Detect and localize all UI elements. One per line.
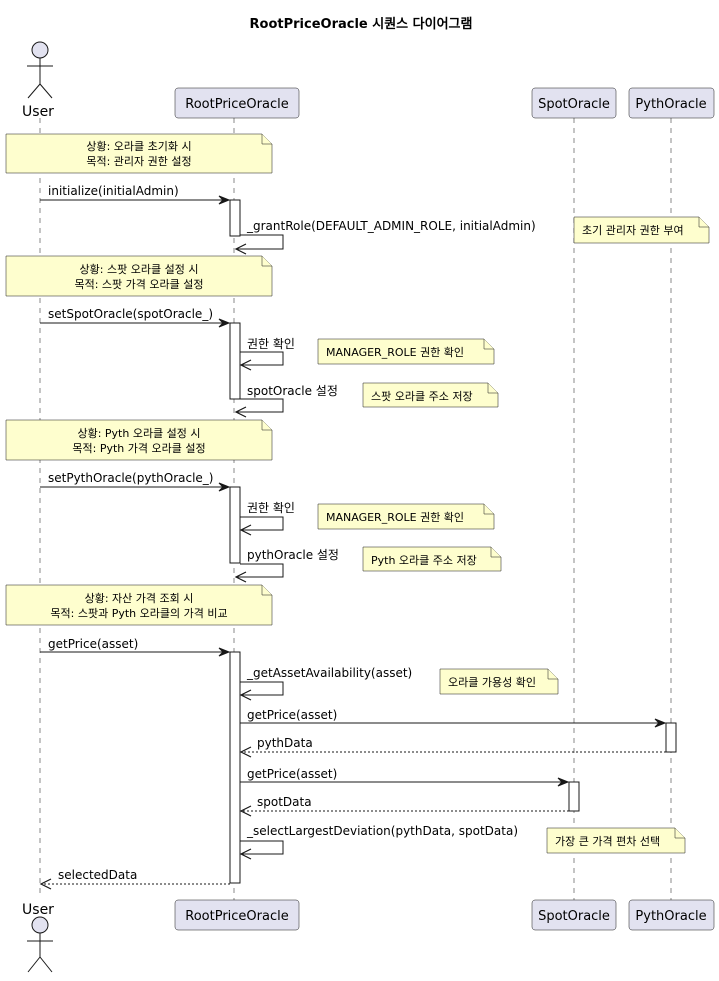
svg-text:setPythOracle(pythOracle_): setPythOracle(pythOracle_)	[48, 471, 213, 485]
svg-text:상황: 자산 가격 조회 시: 상황: 자산 가격 조회 시	[85, 592, 194, 605]
participant-root-label-bottom: RootPriceOracle	[185, 909, 288, 924]
svg-text:_grantRole(DEFAULT_ADMIN_ROLE,: _grantRole(DEFAULT_ADMIN_ROLE, initialAd…	[246, 219, 536, 233]
actor-user-label-bottom: User	[22, 902, 54, 918]
actor-head-icon	[31, 41, 49, 59]
note-getprice-context: 상황: 자산 가격 조회 시 목적: 스팟과 Pyth 오라클의 가격 비교	[5, 584, 273, 626]
svg-text:상황: Pyth 오라클 설정 시: 상황: Pyth 오라클 설정 시	[77, 427, 200, 440]
message-setpythoracle: setPythOracle(pythOracle_)	[40, 471, 231, 492]
actor-user-top: User	[22, 41, 54, 120]
svg-text:getPrice(asset): getPrice(asset)	[48, 637, 138, 651]
note-initialize-context: 상황: 오라클 초기화 시 목적: 관리자 권한 설정	[5, 133, 273, 174]
participant-rootpriceoracle-top: RootPriceOracle	[174, 87, 300, 119]
svg-text:권한 확인: 권한 확인	[247, 501, 295, 515]
message-setspotoracle: setSpotOracle(spotOracle_)	[40, 307, 231, 328]
note-store-spot-address: 스팟 오라클 주소 저장	[362, 382, 499, 408]
participant-spotoracle-bottom: SpotOracle	[531, 899, 617, 931]
svg-text:getPrice(asset): getPrice(asset)	[247, 708, 337, 722]
svg-text:spotData: spotData	[257, 795, 312, 809]
note-oracle-availability: 오라클 가용성 확인	[439, 668, 559, 695]
svg-text:목적: Pyth 가격 오라클 설정: 목적: Pyth 가격 오라클 설정	[72, 442, 205, 455]
svg-text:_getAssetAvailability(asset): _getAssetAvailability(asset)	[246, 666, 412, 680]
note-setspot-context: 상황: 스팟 오라클 설정 시 목적: 스팟 가격 오라클 설정	[5, 255, 273, 297]
svg-text:권한 확인: 권한 확인	[247, 337, 295, 351]
svg-text:가장 큰 가격 편차 선택: 가장 큰 가격 편차 선택	[555, 835, 660, 848]
message-check-permission-spot: 권한 확인	[239, 337, 295, 371]
message-selectlargestdeviation: _selectLargestDeviation(pythData, spotDa…	[239, 824, 518, 860]
message-check-permission-pyth: 권한 확인	[239, 501, 295, 536]
svg-text:setSpotOracle(spotOracle_): setSpotOracle(spotOracle_)	[48, 307, 213, 321]
message-grantrole: _grantRole(DEFAULT_ADMIN_ROLE, initialAd…	[234, 219, 536, 255]
svg-text:상황: 스팟 오라클 설정 시: 상황: 스팟 오라클 설정 시	[80, 263, 199, 276]
message-spotdata-return: spotData	[239, 795, 569, 817]
participant-spot-label: SpotOracle	[538, 97, 610, 112]
message-set-spotoracle: spotOracle 설정	[234, 384, 338, 418]
svg-text:getPrice(asset): getPrice(asset)	[247, 767, 337, 781]
note-largest-deviation: 가장 큰 가격 편차 선택	[546, 827, 686, 854]
note-grant-admin: 초기 관리자 권한 부여	[573, 216, 710, 244]
message-getassetavailability: _getAssetAvailability(asset)	[239, 666, 412, 701]
svg-text:Pyth 오라클 주소 저장: Pyth 오라클 주소 저장	[371, 554, 477, 567]
svg-text:_selectLargestDeviation(pythDa: _selectLargestDeviation(pythData, spotDa…	[246, 824, 518, 838]
svg-text:spotOracle 설정: spotOracle 설정	[247, 384, 338, 398]
note-manager-role-spot: MANAGER_ROLE 권한 확인	[317, 338, 495, 365]
svg-text:MANAGER_ROLE 권한 확인: MANAGER_ROLE 권한 확인	[326, 511, 464, 524]
message-selecteddata-return: selectedData	[39, 868, 230, 890]
note-store-pyth-address: Pyth 오라클 주소 저장	[362, 546, 502, 572]
svg-text:pythData: pythData	[257, 736, 313, 750]
participant-pythoracle-top: PythOracle	[628, 87, 715, 119]
activation-setpythoracle	[229, 486, 241, 564]
note-setpyth-context: 상황: Pyth 오라클 설정 시 목적: Pyth 가격 오라클 설정	[5, 419, 273, 461]
message-getprice-pyth: getPrice(asset)	[240, 708, 667, 728]
participant-spot-label-bottom: SpotOracle	[538, 909, 610, 924]
actor-user-bottom: User	[22, 902, 54, 973]
activation-setspotoracle	[229, 322, 241, 400]
participant-pyth-label-bottom: PythOracle	[635, 909, 706, 924]
participant-rootpriceoracle-bottom: RootPriceOracle	[174, 899, 300, 931]
svg-text:스팟 오라클 주소 저장: 스팟 오라클 주소 저장	[371, 390, 473, 403]
message-getprice-user: getPrice(asset)	[40, 637, 231, 657]
svg-text:목적: 스팟과 Pyth 오라클의 가격 비교: 목적: 스팟과 Pyth 오라클의 가격 비교	[50, 607, 227, 620]
message-getprice-spot: getPrice(asset)	[240, 767, 570, 787]
diagram-title: RootPriceOracle 시퀀스 다이어그램	[250, 16, 473, 32]
actor-head-icon-bottom	[31, 916, 49, 934]
svg-text:pythOracle 설정: pythOracle 설정	[247, 548, 339, 562]
svg-text:selectedData: selectedData	[58, 868, 137, 882]
actor-user-label: User	[22, 104, 54, 120]
participant-pythoracle-bottom: PythOracle	[628, 899, 715, 931]
participant-root-label: RootPriceOracle	[185, 97, 288, 112]
participant-pyth-label: PythOracle	[635, 97, 706, 112]
activation-getprice	[229, 651, 241, 884]
svg-text:상황: 오라클 초기화 시: 상황: 오라클 초기화 시	[86, 140, 191, 153]
message-set-pythoracle: pythOracle 설정	[234, 548, 339, 583]
message-pythdata-return: pythData	[239, 736, 666, 758]
svg-text:오라클 가용성 확인: 오라클 가용성 확인	[448, 676, 536, 689]
svg-text:목적: 관리자 권한 설정: 목적: 관리자 권한 설정	[86, 155, 191, 168]
svg-text:목적: 스팟 가격 오라클 설정: 목적: 스팟 가격 오라클 설정	[74, 278, 203, 291]
svg-text:initialize(initialAdmin): initialize(initialAdmin)	[48, 184, 179, 198]
activation-initialize	[229, 199, 241, 237]
participant-spotoracle-top: SpotOracle	[531, 87, 617, 119]
svg-text:MANAGER_ROLE 권한 확인: MANAGER_ROLE 권한 확인	[326, 346, 464, 359]
svg-text:초기 관리자 권한 부여: 초기 관리자 권한 부여	[582, 224, 684, 237]
activation-spot-getprice	[568, 781, 580, 812]
activation-pyth-getprice	[665, 722, 677, 753]
message-initialize: initialize(initialAdmin)	[40, 184, 231, 205]
note-manager-role-pyth: MANAGER_ROLE 권한 확인	[317, 503, 495, 530]
